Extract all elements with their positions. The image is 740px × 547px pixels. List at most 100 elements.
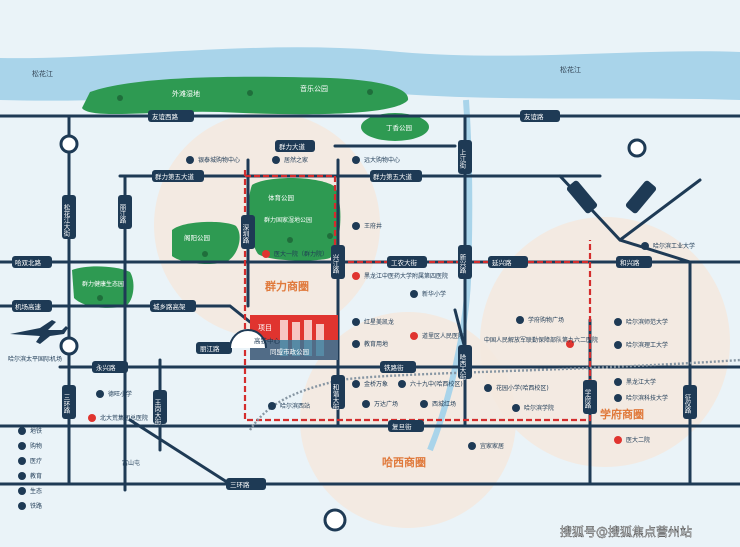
poi-honghuang: 红星美凯龙 [364,318,394,326]
poi-debang: 德旺小学 [108,390,132,398]
road-label-hexing: 和兴路 [620,258,640,267]
district-xuefu: 学府商圈 [600,407,644,421]
airplane-icon [10,320,68,344]
poi-hlj-zhong: 黑龙江中医药大学附属第四医院 [364,272,448,280]
legend-shopping: 购物 [30,442,42,450]
yangming-park [172,221,240,264]
park-label-music: 音乐公园 [300,84,328,93]
interchange-1 [59,134,79,154]
road-label-sanhuan: 三环路 [62,394,70,415]
road-label-haxiang: 哈双北路 [15,258,42,267]
medical-icon [18,457,26,465]
poi-haerbin-normal: 哈尔滨师范大学 [626,318,668,326]
road-label-lijiang: 丽江路 [118,204,126,225]
poi-harbin-tech: 哈尔滨工业大学 [653,242,695,250]
qunli-health-park [72,266,134,308]
road-label-haxi: 哈西大街 [458,353,466,382]
park-label-yangming: 阁阳公园 [184,233,210,242]
road-label-tielu: 铁路街 [384,363,404,372]
poi-juchu: 居然之家 [284,156,308,164]
road-label-lijiang-small: 丽江路 [200,344,220,353]
road-label-chengxiang: 城乡路高架 [153,302,186,311]
poi-wangfu: 王府井 [364,222,382,230]
road-label-yanxing: 延兴路 [492,258,512,267]
poi-jinqiao: 金桥万象 [364,380,388,388]
qunli-wetland-park [248,177,341,261]
poi-layer: 银泰城购物中心 居然之家 远大购物中心 王府井 医大一院（群力院） 黑龙江中医药… [88,156,695,467]
road-label-youyi-right: 友谊路 [524,112,544,121]
road-label-fuzhan: 复旦街 [392,422,412,431]
poi-mall-ctr: 学府购物广场 [528,316,564,324]
road-label-xingjiang: 兴江路 [331,253,339,275]
poi-kexue: 哈尔滨科技大学 [626,394,668,402]
poi-yida-qunli: 医大一院（群力院） [274,250,328,258]
road-label-jichang: 机场高速 [15,302,42,311]
poi-jiaoyu: 教育用地 [364,340,388,348]
road-label-gongnong: 工农大街 [391,258,418,267]
legend-railway: 铁路 [30,502,42,510]
poi-daoli-hospital: 道里区人民医院 [422,332,464,340]
airport-label: 哈尔滨太平国际机场 [8,355,62,363]
metro-icon [18,427,26,435]
road-label-qunli-dadao: 群力大道 [279,142,306,151]
road-label-sanhuan-bottom: 三环路 [230,480,250,489]
road-label-xinxing: 新兴路 [458,253,466,275]
interchange-2 [627,138,647,158]
railway-line [249,358,740,431]
park-label-sports: 体育公园 [268,193,294,202]
poi-liushijiu: 六十九中(哈西校区) [410,380,463,388]
road-labels: 友谊西路 友谊路 群力第五大道 群力第五大道 群力大道 哈双北路 工农大街 延兴… [12,110,652,490]
poi-yuanda: 远大购物中心 [364,156,400,164]
gaotie-arc [229,329,267,349]
ecology-icon [18,487,26,495]
poi-hlj-univ: 黑龙江大学 [626,378,656,386]
railway-icon [18,502,26,510]
legend-medical: 医疗 [30,457,42,465]
tongmeng-label: 同盟市政公园 [270,347,309,356]
metro-line-2 [245,174,590,264]
poi-fuzheng: 富山屯 [122,459,140,467]
poi-beidahuang: 北大荒集团总医院 [100,414,148,422]
road-label-jiangnan: 松花江大街 [62,203,70,238]
gaotie-label: 高铁中心 [254,336,281,345]
metro-line [243,170,592,422]
poi-yida2: 医大二院 [626,436,650,444]
legend-ecology: 生态 [30,487,42,495]
park-label-wetland: 群力国家湿地公园 [264,216,312,224]
education-icon [18,472,26,480]
legend-metro: 地铁 [30,427,42,435]
legend: 地铁 购物 医疗 教育 生态 铁路 [18,427,42,510]
park-label-health: 群力健康生态园 [82,280,124,288]
road-label-xuefu: 学府路 [583,388,591,410]
poi-inzine: 银泰城购物中心 [198,156,240,164]
legend-education: 教育 [30,472,42,480]
poi-harbin-school: 哈尔滨学院 [524,404,554,412]
tree-icons [97,89,373,301]
road-label-youyi: 友谊西路 [152,112,179,121]
shopping-icon [18,442,26,450]
vertical-road-labels: 松花江大街 丽江路 深圳路 兴江路 上江街 新兴路 哈西大街 和谐大街 三环路 … [62,140,697,426]
riverside-park [82,76,409,115]
road-label-qunli-wu: 群力第五大道 [155,172,195,181]
river-label-left: 松花江 [32,69,53,78]
poi-yijia: 宜家家居 [480,442,504,450]
road-label-shenzhen: 深圳路 [241,223,249,245]
project-sign: 项目 [258,324,272,332]
poi-xicheng: 西城红场 [432,400,456,408]
xuefu-district-area [480,217,730,467]
park-label-dingxiang: 丁香公园 [386,123,412,132]
park-label-waitan: 外滩湿地 [172,89,200,98]
road-label-wangjiang: 王岗大街 [153,399,161,427]
dingxiang-park [361,113,429,141]
district-haxi: 哈西商圈 [382,455,426,469]
poi-wanda: 万达广场 [374,400,398,408]
road-label-yongxing: 永兴路 [96,363,116,372]
poi-huayuan-school: 花园小学(哈西校区) [496,384,549,392]
poi-xinhua-school: 新华小学 [422,290,446,298]
district-qunli: 群力商圈 [264,279,309,293]
poi-hit: 哈尔滨理工大学 [626,341,668,349]
poi-harbin-west: 哈尔滨西站 [280,402,310,410]
tongmeng-park-block [250,340,338,360]
interchange-4 [323,508,347,532]
